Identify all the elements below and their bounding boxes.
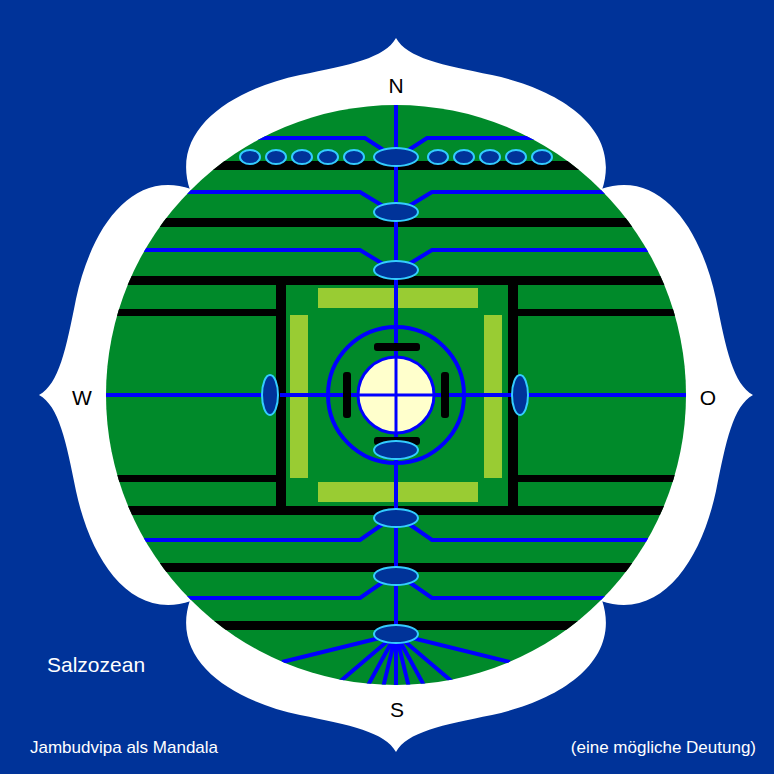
river xyxy=(110,250,383,264)
meru-ring xyxy=(328,327,464,463)
mountain-bar xyxy=(441,372,449,418)
lake xyxy=(454,150,474,164)
meru-center xyxy=(328,327,464,463)
compass-letter: N xyxy=(388,74,403,97)
lake xyxy=(512,375,528,415)
lakes xyxy=(262,148,528,643)
lake xyxy=(240,150,260,164)
meru-summit xyxy=(358,357,434,433)
compass-letter: S xyxy=(390,698,404,721)
mountain-range xyxy=(516,475,774,482)
river xyxy=(130,582,383,598)
river xyxy=(190,138,385,151)
central-square xyxy=(276,285,518,510)
lake xyxy=(374,203,418,221)
title-text: Jambudvipa als Mandala xyxy=(30,739,218,758)
river xyxy=(409,524,682,540)
river xyxy=(409,582,662,598)
river xyxy=(394,285,398,510)
mountain-range xyxy=(0,475,278,482)
lake xyxy=(374,148,418,166)
mountain-bar xyxy=(374,343,420,351)
river xyxy=(409,192,662,206)
river xyxy=(110,524,383,540)
lake xyxy=(262,375,278,415)
river xyxy=(130,192,383,206)
mountain-range xyxy=(516,309,774,316)
lake xyxy=(292,150,312,164)
lake xyxy=(506,150,526,164)
mountain-bar xyxy=(343,372,351,418)
lake xyxy=(480,150,500,164)
lake xyxy=(532,150,552,164)
compass-letter: O xyxy=(700,386,716,409)
lake xyxy=(266,150,286,164)
compass-letter: W xyxy=(72,386,92,409)
mountain-ranges xyxy=(0,161,774,630)
lotus-petals xyxy=(39,38,753,752)
lake xyxy=(344,150,364,164)
lake xyxy=(374,567,418,585)
river xyxy=(407,138,602,151)
lake xyxy=(374,509,418,527)
lake xyxy=(374,261,418,279)
caption-text: (eine mögliche Deutung) xyxy=(571,739,756,758)
lake xyxy=(374,625,418,643)
river xyxy=(409,250,682,264)
rivers xyxy=(100,90,692,705)
ocean-label: Salzozean xyxy=(47,653,145,676)
lake xyxy=(374,441,418,459)
river xyxy=(394,90,398,705)
cross-line xyxy=(395,357,398,433)
lake xyxy=(428,150,448,164)
mountain-range xyxy=(0,309,278,316)
lake xyxy=(318,150,338,164)
